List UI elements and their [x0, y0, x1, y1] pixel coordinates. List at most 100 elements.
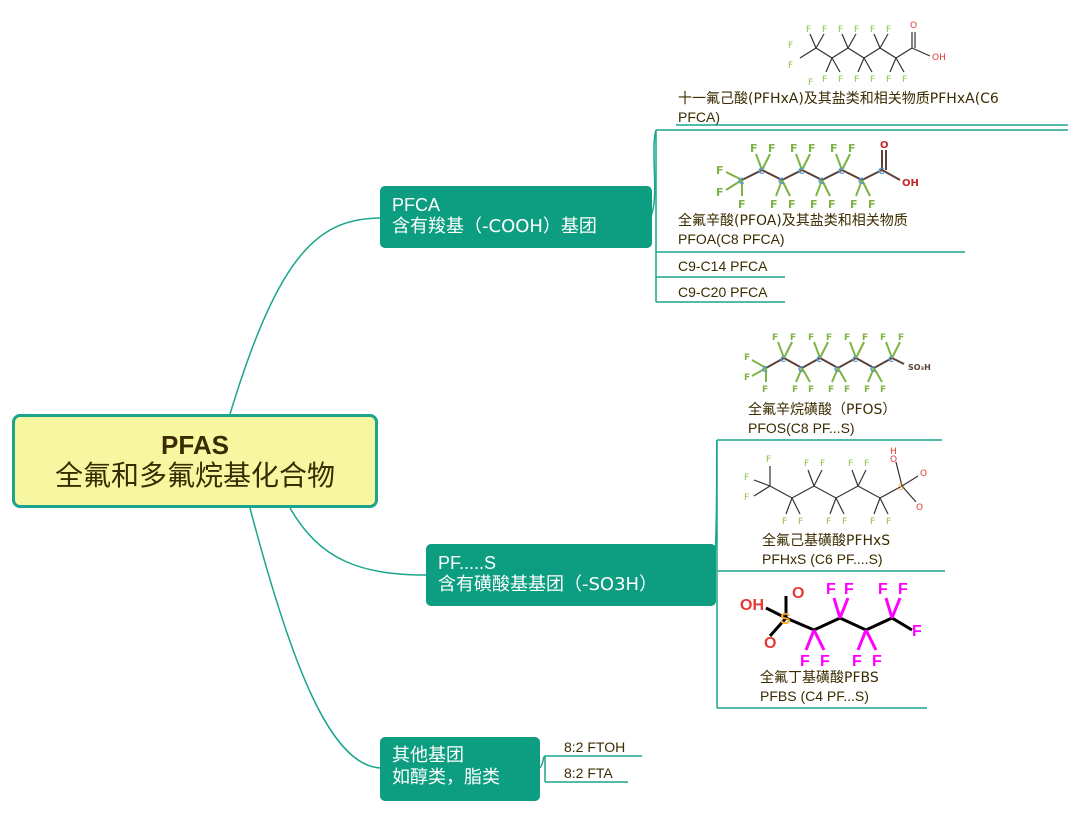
svg-text:F: F	[804, 459, 809, 469]
svg-text:C: C	[888, 355, 894, 364]
svg-text:OH: OH	[740, 597, 764, 614]
svg-text:F: F	[848, 142, 856, 155]
svg-text:O: O	[916, 503, 923, 513]
svg-text:F: F	[838, 75, 843, 85]
svg-text:F: F	[830, 142, 838, 155]
svg-text:SO₃H: SO₃H	[908, 363, 931, 372]
svg-text:OH: OH	[902, 178, 919, 189]
svg-text:F: F	[828, 198, 836, 211]
svg-text:F: F	[878, 581, 888, 598]
leaf-pfhxs[interactable]: 全氟己基磺酸PFHxS PFHxS (C6 PF....S)	[762, 532, 890, 568]
svg-text:C: C	[816, 355, 822, 364]
svg-text:F: F	[844, 385, 850, 395]
svg-text:F: F	[744, 353, 750, 363]
svg-text:F: F	[744, 473, 749, 483]
svg-text:F: F	[792, 385, 798, 395]
root-subtitle: 全氟和多氟烷基化合物	[54, 459, 335, 492]
svg-text:C: C	[858, 177, 865, 187]
svg-text:C: C	[780, 355, 786, 364]
svg-text:F: F	[826, 581, 836, 598]
leaf-pfos-line1: 全氟辛烷磺酸（PFOS）	[748, 402, 897, 418]
svg-text:F: F	[806, 25, 811, 35]
branch-other-line2: 如醇类，脂类	[392, 767, 500, 788]
branch-pfs-line1: PF.....S	[438, 553, 497, 573]
svg-text:F: F	[870, 25, 875, 35]
leaf-pfhxa[interactable]: 十一氟己酸(PFHxA)及其盐类和相关物质PFHxA(C6 PFCA)	[678, 90, 999, 126]
leaf-pfoa-line2: PFOA(C8 PFCA)	[678, 231, 785, 247]
leaf-pfoa[interactable]: 全氟辛酸(PFOA)及其盐类和相关物质 PFOA(C8 PFCA)	[678, 212, 908, 248]
svg-text:O: O	[880, 140, 889, 151]
svg-text:F: F	[822, 75, 827, 85]
branch-pfs[interactable]: PF.....S 含有磺酸基基团（-SO3H）	[426, 544, 716, 606]
svg-text:O: O	[890, 455, 897, 465]
svg-text:C: C	[778, 177, 785, 187]
svg-text:F: F	[872, 653, 882, 670]
leaf-c9-c20[interactable]: C9-C20 PFCA	[678, 284, 768, 300]
svg-text:F: F	[898, 581, 908, 598]
svg-text:F: F	[826, 517, 831, 527]
svg-text:F: F	[772, 333, 778, 343]
leaf-fta[interactable]: 8:2 FTA	[564, 765, 613, 781]
svg-text:F: F	[738, 198, 746, 211]
svg-text:C: C	[838, 167, 845, 177]
leaf-pfos[interactable]: 全氟辛烷磺酸（PFOS） PFOS(C8 PF...S)	[748, 401, 896, 437]
svg-text:F: F	[808, 78, 813, 88]
svg-text:F: F	[880, 385, 886, 395]
branch-pfca-line1: PFCA	[392, 195, 441, 215]
leaf-pfhxa-line1: 十一氟己酸(PFHxA)及其盐类和相关物质PFHxA(C6	[678, 91, 999, 107]
svg-text:F: F	[852, 653, 862, 670]
svg-text:O: O	[910, 21, 917, 31]
leaf-c9-c14[interactable]: C9-C14 PFCA	[678, 258, 768, 274]
svg-text:F: F	[744, 493, 749, 503]
svg-text:F: F	[820, 459, 825, 469]
svg-text:F: F	[810, 198, 818, 211]
svg-text:OH: OH	[932, 53, 946, 63]
svg-text:F: F	[862, 333, 868, 343]
svg-text:O: O	[792, 585, 804, 602]
leaf-ftoh[interactable]: 8:2 FTOH	[564, 739, 626, 755]
svg-text:S: S	[780, 611, 791, 628]
svg-text:O: O	[920, 469, 927, 479]
svg-text:F: F	[864, 385, 870, 395]
svg-text:F: F	[766, 455, 771, 465]
leaf-pfoa-line1: 全氟辛酸(PFOA)及其盐类和相关物质	[678, 213, 908, 229]
svg-text:F: F	[854, 75, 859, 85]
leaf-pfhxa-line2: PFCA)	[678, 109, 720, 125]
svg-text:S: S	[898, 483, 904, 493]
svg-text:F: F	[870, 517, 875, 527]
svg-text:F: F	[828, 385, 834, 395]
svg-text:F: F	[886, 517, 891, 527]
svg-text:F: F	[844, 581, 854, 598]
svg-text:C: C	[818, 177, 825, 187]
svg-text:F: F	[870, 75, 875, 85]
svg-text:F: F	[782, 517, 787, 527]
svg-text:F: F	[880, 333, 886, 343]
svg-text:F: F	[716, 186, 724, 199]
svg-text:F: F	[850, 198, 858, 211]
svg-text:F: F	[864, 459, 869, 469]
svg-text:F: F	[826, 333, 832, 343]
root-title: PFAS	[161, 430, 229, 460]
svg-text:F: F	[844, 333, 850, 343]
svg-text:C: C	[852, 355, 858, 364]
svg-text:F: F	[808, 142, 816, 155]
leaf-pfhxs-line1: 全氟己基磺酸PFHxS	[762, 533, 891, 549]
branch-pfs-line2: 含有磺酸基基团（-SO3H）	[438, 574, 658, 595]
branch-pfca[interactable]: PFCA 含有羧基（-COOH）基团	[380, 186, 652, 248]
branch-other[interactable]: 其他基团 如醇类，脂类	[380, 737, 540, 801]
svg-text:F: F	[788, 61, 793, 71]
svg-text:F: F	[912, 623, 922, 640]
leaf-pfbs[interactable]: 全氟丁基磺酸PFBS PFBS (C4 PF...S)	[760, 669, 879, 705]
svg-text:F: F	[842, 517, 847, 527]
svg-text:F: F	[848, 459, 853, 469]
root-node[interactable]: PFAS 全氟和多氟烷基化合物	[12, 414, 378, 508]
svg-text:F: F	[868, 198, 876, 211]
svg-text:F: F	[838, 25, 843, 35]
svg-text:F: F	[716, 164, 724, 177]
svg-text:C: C	[798, 365, 804, 374]
svg-text:F: F	[820, 653, 830, 670]
